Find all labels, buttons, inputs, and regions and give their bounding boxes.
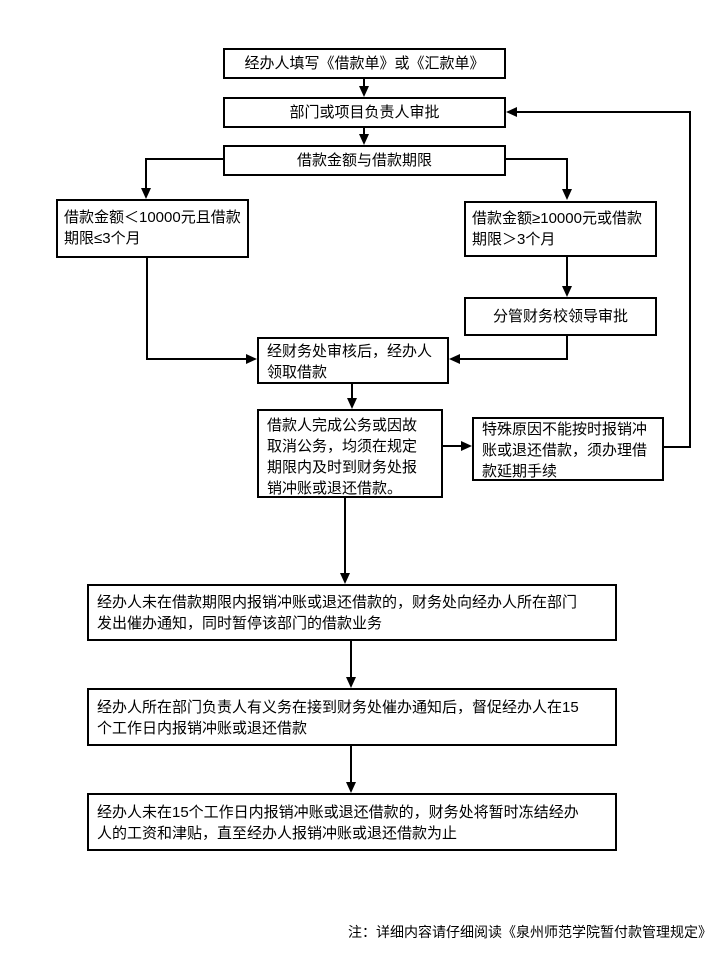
connector-approval-to-amountterm (363, 127, 365, 136)
connector-feedback-horizontal (516, 111, 691, 113)
arrowhead-down-into-freeze (346, 782, 356, 793)
node-repayment-requirement: 借款人完成公务或因故取消公务，均须在规定期限内及时到财务处报销冲账或退还借款。 (257, 409, 443, 498)
connector-vp-to-receive (459, 358, 568, 360)
arrowhead-right-into-receive-loan (246, 354, 257, 364)
connector-amountterm-left-horizontal (145, 158, 224, 160)
arrowhead-right-into-extension (461, 441, 472, 451)
connector-overdue-to-supervision (350, 641, 352, 679)
arrowhead-left-into-receive-loan (449, 354, 460, 364)
node-overdue-notice-and-suspension: 经办人未在借款期限内报销冲账或退还借款的，财务处向经办人所在部门发出催办通知，同… (87, 584, 617, 641)
node-department-leader-approval: 部门或项目负责人审批 (223, 97, 506, 128)
connector-amountterm-right-horizontal (505, 158, 568, 160)
node-finance-vp-approval: 分管财务校领导审批 (464, 297, 657, 336)
node-loan-amount-and-term: 借款金额与借款期限 (223, 145, 506, 176)
connector-amountterm-right-vertical (566, 158, 568, 191)
arrowhead-left-into-dept-approval (506, 107, 517, 117)
connector-amountterm-left-vertical (145, 158, 147, 190)
connector-extension-right (664, 446, 691, 448)
arrowhead-down-into-repay-rule (347, 398, 357, 409)
node-salary-freeze-until-repaid: 经办人未在15个工作日内报销冲账或退还借款的，财务处将暂时冻结经办人的工资和津贴… (87, 793, 617, 851)
arrowhead-down-into-vp-approval (562, 286, 572, 297)
arrowhead-down-into-large-loan (562, 189, 572, 200)
node-large-loan-condition: 借款金额≥10000元或借款期限＞3个月 (464, 201, 657, 257)
node-department-supervision-15-days: 经办人所在部门负责人有义务在接到财务处催办通知后，督促经办人在15个工作日内报销… (87, 688, 617, 746)
connector-repayrule-to-overdue (344, 498, 346, 576)
connector-receive-to-repayrule (351, 384, 353, 400)
footnote: 注：详细内容请仔细阅读《泉州师范学院暂付款管理规定》 (348, 924, 712, 940)
connector-vp-down (566, 335, 568, 360)
connector-repayrule-to-extension (443, 445, 462, 447)
connector-smallloan-to-receive (146, 358, 246, 360)
connector-smallloan-down (146, 257, 148, 360)
arrowhead-down-into-overdue-notice (340, 573, 350, 584)
arrowhead-down-into-amount-term (359, 134, 369, 145)
node-loan-extension-procedure: 特殊原因不能按时报销冲账或退还借款，须办理借款延期手续 (472, 417, 664, 481)
connector-feedback-vertical (689, 111, 691, 448)
connector-fillform-to-approval (363, 79, 365, 88)
node-fill-loan-form: 经办人填写《借款单》或《汇款单》 (223, 48, 506, 79)
node-small-loan-condition: 借款金额＜10000元且借款期限≤3个月 (56, 199, 249, 258)
node-receive-loan-after-finance-review: 经财务处审核后，经办人领取借款 (257, 337, 449, 384)
arrowhead-down-into-small-loan (141, 188, 151, 199)
connector-largeloan-to-vp (566, 256, 568, 288)
connector-supervision-to-freeze (350, 746, 352, 784)
arrowhead-down-into-dept-approval (359, 86, 369, 97)
arrowhead-down-into-supervision (346, 677, 356, 688)
